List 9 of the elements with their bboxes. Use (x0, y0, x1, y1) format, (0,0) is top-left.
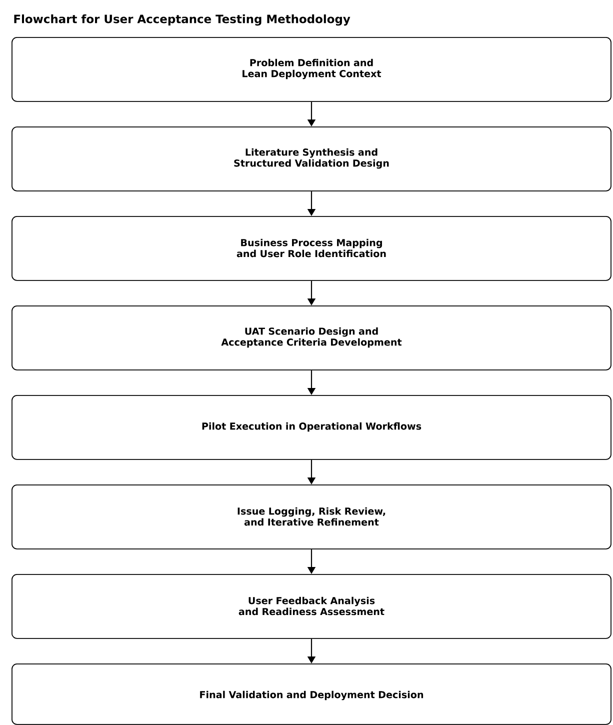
process-box: User Feedback Analysis and Readiness Assessment (12, 574, 612, 639)
title: Flowchart for User Acceptance Testing Methodology (14, 14, 350, 26)
process-box: Pilot Execution in Operational Workflows (12, 395, 612, 460)
process-box: Business Process Mapping and User Role Identification (12, 216, 612, 281)
process-box: Issue Logging, Risk Review, and Iterative Refinement (12, 484, 612, 550)
process-box: Problem Definition and Lean Deployment Context (12, 37, 612, 102)
process-box: Final Validation and Deployment Decision (12, 664, 612, 725)
process-box: UAT Scenario Design and Acceptance Criteria Development (12, 306, 612, 370)
process-box: Literature Synthesis and Structured Validation Design (12, 126, 612, 192)
